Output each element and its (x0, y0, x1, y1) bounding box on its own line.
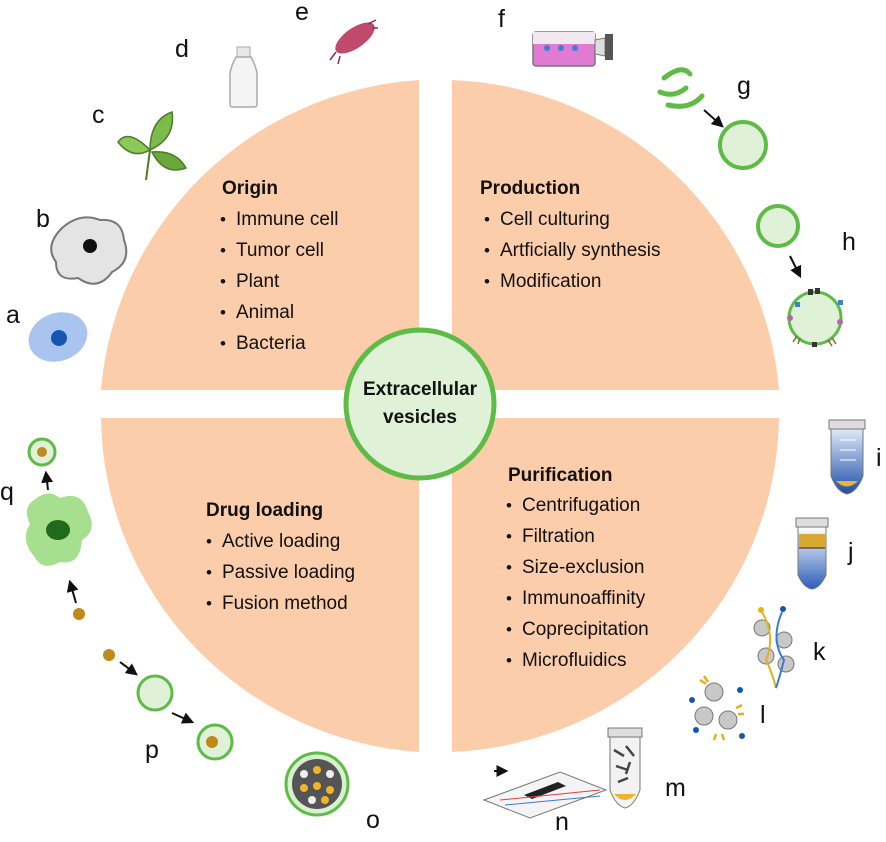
label-i: i (876, 444, 882, 472)
label-d: d (175, 35, 189, 63)
list-item: Modification (484, 266, 661, 297)
label-g: g (737, 72, 751, 100)
origin-list: Immune cell Tumor cell Plant Animal Bact… (220, 204, 338, 359)
list-item: Bacteria (220, 328, 338, 359)
production-title: Production (480, 178, 581, 199)
coprecipitation-tube-icon (607, 727, 643, 809)
list-item: Immunoaffinity (506, 583, 649, 614)
list-item: Tumor cell (220, 235, 338, 266)
synthesis-vesicle-icon (657, 67, 768, 170)
drug-loading-list: Active loading Passive loading Fusion me… (206, 526, 355, 619)
center-label-line1: Extracellular (362, 379, 478, 400)
drug-loading-title: Drug loading (206, 500, 324, 521)
list-item: Fusion method (206, 588, 355, 619)
modified-vesicle-icon (756, 204, 843, 347)
label-p: p (145, 736, 159, 764)
plant-leaf-icon (117, 110, 188, 181)
label-l: l (760, 701, 766, 729)
list-item: Animal (220, 297, 338, 328)
center-label-line2: vesicles (383, 407, 457, 428)
label-o: o (366, 806, 380, 834)
label-q: q (0, 478, 14, 506)
origin-title: Origin (222, 178, 278, 199)
production-list: Cell culturing Artficially synthesis Mod… (484, 204, 661, 297)
loaded-vesicle-icon (284, 751, 350, 817)
size-exclusion-icon (753, 606, 795, 689)
label-m: m (665, 774, 686, 802)
list-item: Passive loading (206, 557, 355, 588)
filtration-tube-icon (795, 517, 829, 590)
centrifuge-tube-icon (828, 419, 866, 495)
list-item: Microfluidics (506, 645, 649, 676)
label-e: e (295, 0, 309, 26)
label-f: f (498, 5, 505, 33)
label-c: c (92, 101, 105, 129)
list-item: Active loading (206, 526, 355, 557)
immunoaffinity-icon (689, 675, 745, 741)
purification-list: Centrifugation Filtration Size-exclusion… (506, 490, 649, 676)
microfluidic-chip-icon (482, 765, 608, 819)
active-loading-cell-icon (25, 437, 92, 620)
list-item: Cell culturing (484, 204, 661, 235)
list-item: Artficially synthesis (484, 235, 661, 266)
list-item: Centrifugation (506, 490, 649, 521)
list-item: Plant (220, 266, 338, 297)
purification-title: Purification (508, 465, 613, 486)
milk-bottle-icon (229, 46, 258, 108)
label-k: k (813, 638, 826, 666)
label-h: h (842, 228, 856, 256)
label-a: a (6, 301, 20, 329)
label-b: b (36, 205, 50, 233)
list-item: Size-exclusion (506, 552, 649, 583)
list-item: Immune cell (220, 204, 338, 235)
immune-cell-icon (28, 312, 88, 362)
bacterium-icon (329, 19, 378, 65)
list-item: Coprecipitation (506, 614, 649, 645)
center-vesicle (343, 327, 497, 481)
label-j: j (848, 538, 854, 566)
passive-loading-icon (103, 649, 234, 761)
tumor-cell-icon (50, 216, 128, 285)
label-n: n (555, 808, 569, 836)
list-item: Filtration (506, 521, 649, 552)
culture-flask-icon (532, 31, 613, 67)
